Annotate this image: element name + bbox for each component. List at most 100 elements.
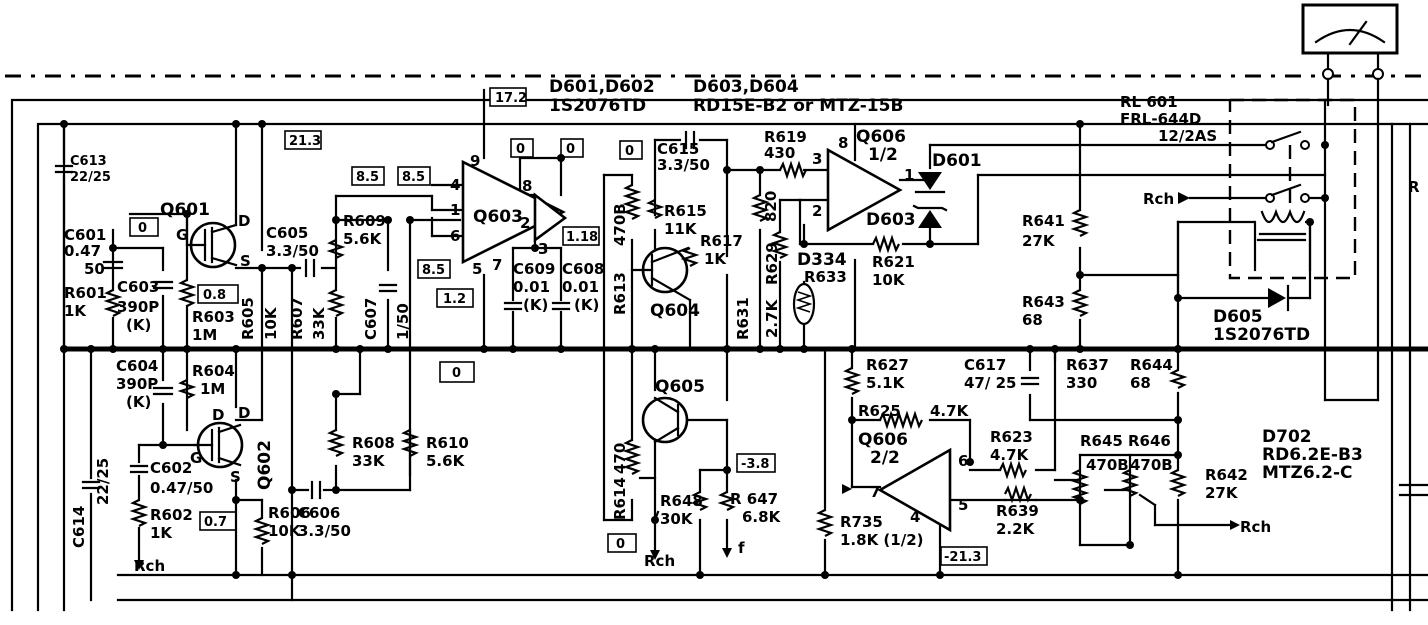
r623-value: 4.7K (990, 446, 1030, 464)
r601-label: R601 (64, 284, 107, 302)
r605-value: 10K (262, 306, 280, 340)
r641-label: R641 (1022, 212, 1065, 230)
c601-label: C601 (64, 226, 106, 244)
r610-label: R610 (426, 434, 469, 452)
voltage-box: 0 (516, 142, 525, 157)
center-wiring (482, 98, 1380, 577)
relay-ref: RL 601 (1120, 93, 1178, 111)
c605-value: 3.3/50 (266, 242, 319, 260)
r637-label: R637 (1066, 356, 1109, 374)
voltage-box: -3.8 (741, 457, 769, 472)
c617-value: 47/ 25 (964, 374, 1016, 392)
c615-value: 3.3/50 (657, 156, 710, 174)
r627-label: R627 (866, 356, 909, 374)
r617-label: R617 (700, 232, 743, 250)
r623-label: R623 (990, 428, 1033, 446)
r643-label: R643 (1022, 293, 1065, 311)
r629-value: 2.7K (763, 298, 781, 338)
c603-tolerance: (K) (126, 316, 151, 334)
r643-value: 68 (1022, 311, 1043, 329)
r615-value: 11K (664, 220, 698, 238)
c603-value: 390P (117, 298, 159, 316)
pin-number: 5 (958, 496, 968, 514)
pin-number: 3 (538, 240, 548, 258)
pin-number: 4 (910, 508, 920, 526)
d605-part: 1S2076TD (1213, 325, 1310, 345)
r614-label: R614 (611, 477, 629, 520)
d603-label: D603 (866, 210, 916, 230)
c605-label: C605 (266, 224, 308, 242)
c608-tolerance: (K) (574, 296, 599, 314)
r608-label: R608 (352, 434, 395, 452)
c602-label: C602 (150, 459, 192, 477)
r621-value: 10K (872, 271, 906, 289)
r603-label: R603 (192, 308, 235, 326)
fet-q601 (185, 221, 238, 269)
voltage-box: 0 (625, 144, 634, 159)
q601-source: S (240, 252, 251, 270)
c604-label: C604 (116, 357, 158, 375)
bjt-q604 (630, 246, 692, 302)
pin-number: 2 (812, 202, 822, 220)
q601-label: Q601 (160, 200, 210, 220)
c606-label: C606 (298, 504, 340, 522)
level-meter (1301, 3, 1399, 402)
r641-value: 27K (1022, 232, 1056, 250)
c609-label: C609 (513, 260, 555, 278)
voltage-box: 8.5 (402, 170, 425, 185)
pin-number: 8 (522, 177, 532, 195)
d605-label: D605 (1213, 307, 1263, 327)
r644-label: R644 (1130, 356, 1173, 374)
r619-label: R619 (764, 128, 807, 146)
d603-d604-label: D603,D604 (693, 77, 799, 97)
r613-value: 470B (611, 203, 629, 246)
r614-value: 470 (611, 443, 629, 474)
voltage-box: 0.7 (204, 515, 227, 530)
voltage-box: 1.2 (443, 292, 466, 307)
r607-label: R607 (288, 297, 306, 340)
voltage-boxes: 17.2 21.3 0 0 0 8.5 8.5 8.5 0 1.18 1.2 0… (129, 87, 988, 566)
q602-drain: D (212, 406, 224, 424)
r604-label: R604 (192, 362, 235, 380)
q603-label: Q603 (473, 207, 523, 227)
d603-d604-part: RD15E-B2 or MTZ-15B (693, 96, 903, 116)
q605-label: Q605 (655, 377, 705, 397)
opamp-q606a (826, 147, 903, 233)
pin-number: 6 (958, 452, 968, 470)
r735-label: R735 (840, 513, 883, 531)
r601-value: 1K (64, 302, 87, 320)
q602-gate: G (190, 449, 202, 467)
c601-value-2: 50 (84, 260, 105, 278)
rch-label-1: Rch (134, 557, 165, 575)
r639-label: R639 (996, 502, 1039, 520)
r646-label: R646 (1128, 432, 1171, 450)
d601-label: D601 (932, 151, 982, 171)
capacitors (54, 130, 1040, 500)
c614-label: C614 (70, 506, 88, 548)
r648-label: R648 (660, 492, 703, 510)
diode-d334 (792, 282, 816, 326)
relay-part: FRL-644D (1120, 110, 1201, 128)
voltage-box: 0.8 (203, 288, 226, 303)
r647-value: 6.8K (742, 508, 782, 526)
q602-drain-2: D (238, 404, 250, 422)
r631-label: R631 (734, 297, 752, 340)
voltage-box: 21.3 (289, 134, 321, 149)
c604-tolerance: (K) (126, 393, 151, 411)
d334-label: D334 (797, 250, 847, 270)
r602-label: R602 (150, 506, 193, 524)
pin-number: 6 (450, 227, 460, 245)
f-label: f (738, 539, 745, 557)
c609-value: 0.01 (513, 278, 550, 296)
r602-value: 1K (150, 524, 173, 542)
q606b-unit: 2/2 (870, 448, 900, 468)
d601-d602-part: 1S2076TD (549, 96, 646, 116)
rch-label-2: Rch (644, 552, 675, 570)
pin-number: 1 (450, 201, 460, 219)
r615-label: R615 (664, 202, 707, 220)
pin-number: 9 (470, 152, 480, 170)
r607-value: 33K (310, 306, 328, 340)
diode-d603 (912, 204, 948, 228)
r648-value: 30K (660, 510, 694, 528)
